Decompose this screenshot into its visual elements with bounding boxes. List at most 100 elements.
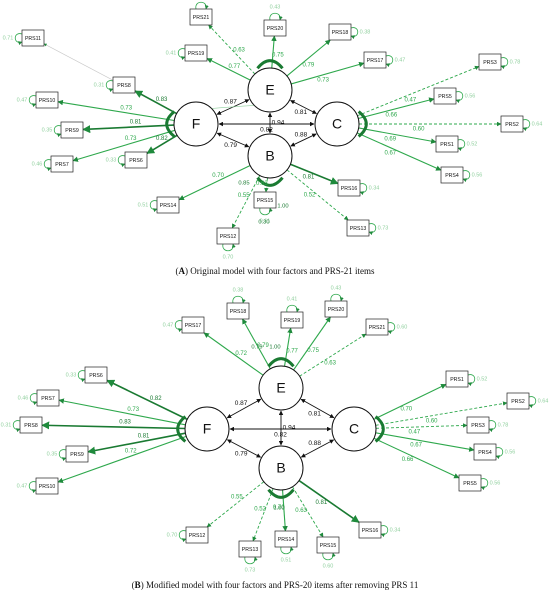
panel-a-error-loop <box>368 223 377 236</box>
panel-b-loading-label: 0.47 <box>409 430 421 436</box>
panel-b-error-label: 0.35 <box>47 451 58 457</box>
panel-b-error-label: 0.47 <box>17 483 28 489</box>
panel-a-loading-label: 0.73 <box>120 105 132 111</box>
panel-b-loading-path <box>299 333 367 377</box>
panel-a-factor-label: B <box>265 148 274 164</box>
panel-b-loading-path <box>87 432 186 455</box>
panel-b-item-label: PRS16 <box>362 528 379 534</box>
panel-a-error-label: 0.41 <box>166 50 177 56</box>
panel-b-error-loop <box>174 320 183 333</box>
panel-a-error-label: 0.35 <box>42 127 53 133</box>
panel-b-loading-label: 0.75 <box>307 348 319 354</box>
panel-b-loading-label: 0.79 <box>257 343 269 349</box>
panel-a-error-label: 0.70 <box>223 254 234 260</box>
panel-a-loading-path <box>206 58 251 81</box>
panel-a-loading-label: 0.81 <box>303 175 315 181</box>
panel-a-item-box <box>35 91 59 109</box>
panel-a-item-box <box>433 87 457 105</box>
panel-b-error-loop <box>480 478 489 491</box>
panel-b-error-label: 0.70 <box>167 532 178 538</box>
panel-b-loading-label: 0.72 <box>235 351 247 357</box>
panel-a-loading-label: 0.82 <box>156 136 168 142</box>
panel-b-extra-label: 1.00 <box>269 345 280 351</box>
panel-a-loading-label: 0.47 <box>405 97 417 103</box>
panel-b-item-label: PRS12 <box>189 533 206 539</box>
panel-b-factor-variance-arc <box>176 415 187 443</box>
panel-a-error-label: 0.38 <box>360 29 371 35</box>
panel-a-error-loop <box>14 33 23 46</box>
panel-b-factor-label: C <box>349 421 359 437</box>
panel-a-loading-path <box>356 132 442 171</box>
panel-b-factor-label: B <box>276 460 285 476</box>
panel-a-factor-label: E <box>265 82 274 98</box>
panel-b-factor-correlation <box>300 398 335 419</box>
panel-b-error-loop <box>178 530 187 543</box>
panel-b-item-label: PRS1 <box>450 377 464 383</box>
panel-b-item-label: PRS6 <box>89 373 103 379</box>
panel-b-error-loop <box>322 552 336 561</box>
panel-a-correlation-label: 0.82 <box>260 127 273 134</box>
panel-b-item-label: PRS8 <box>24 423 38 429</box>
panel-b-item-box <box>65 445 89 463</box>
panel-a-item-box <box>328 23 352 41</box>
panel-b-loading-path <box>375 432 475 452</box>
panel-a-error-loop <box>269 12 283 21</box>
panel-a-item-label: PRS6 <box>129 158 143 164</box>
panel-a-error-loop <box>500 57 509 70</box>
panel-b-error-loop <box>244 556 258 565</box>
panel-a-factor-label: F <box>192 116 201 132</box>
panel-b-loading-label: 0.73 <box>127 407 139 413</box>
panel-b-item-box <box>506 392 530 410</box>
panel-b-error-loop <box>12 420 21 433</box>
panel-b-factor-node <box>331 406 377 452</box>
panel-a-loading-path <box>290 163 339 185</box>
panel-b-loading-path <box>203 332 264 376</box>
panel-a-error-label: 0.51 <box>138 202 149 208</box>
panel-b-item-label: PRS4 <box>478 450 492 456</box>
panel-a-loading-label: 0.81 <box>130 119 142 125</box>
panel-b-correlation-label: 0.87 <box>235 400 248 407</box>
panel-b-correlation-label: 0.79 <box>235 451 248 458</box>
panel-b-error-loop <box>528 396 537 409</box>
panel-a-item-label: PRS8 <box>117 83 131 89</box>
panel-b-error-label: 0.51 <box>281 557 292 563</box>
panel-b-item-box <box>473 443 497 461</box>
panel-b-item-label: PRS20 <box>328 307 345 313</box>
panel-a-error-loop <box>149 200 158 213</box>
panel-a-item-label: PRS3 <box>483 60 497 66</box>
panel-b-correlation-label: 0.82 <box>274 432 287 439</box>
panel-b-item-label: PRS3 <box>471 423 485 429</box>
panel-a-extra-label: 0.30 <box>258 220 269 226</box>
panel-a-error-loop <box>455 91 464 104</box>
panel-a-extra-label: 1.00 <box>277 204 288 210</box>
panel-a-loading-label: 0.60 <box>413 127 425 133</box>
panel-b-correlation-label: 0.94 <box>283 425 296 432</box>
panel-b-error-label: 0.31 <box>1 422 12 428</box>
panel-a-error-loop <box>28 95 37 108</box>
panel-b-loading-path <box>206 481 265 528</box>
panel-b-factor-correlation <box>300 439 335 458</box>
panel-b-item-box <box>36 389 60 407</box>
panel-b-item-label: PRS13 <box>242 547 259 553</box>
panel-a-loading-path <box>271 35 277 69</box>
panel-b-correlation-label: 0.88 <box>308 440 321 447</box>
panel-b-loading-path <box>373 437 460 479</box>
panel-b-loading-label: 0.70 <box>400 407 412 413</box>
panel-b-error-label: 0.73 <box>245 567 256 573</box>
panel-a-loading-path <box>57 99 175 122</box>
caption-b: (B) Modified model with four factors and… <box>131 580 419 590</box>
panel-a-item-box <box>189 8 213 26</box>
panel-b-error-label: 0.60 <box>397 324 408 330</box>
panel-b-error-label: 0.34 <box>390 527 401 533</box>
panel-b-error-loop <box>28 481 37 494</box>
panel-a-error-loop <box>43 159 52 172</box>
panel-a-extra-label: 0.85 <box>238 181 249 187</box>
panel-b-error-loop <box>488 420 497 433</box>
panel-a-error-loop <box>359 183 368 196</box>
panel-b-loading-label: 0.82 <box>150 396 162 402</box>
panel-b-error-label: 0.56 <box>490 480 501 486</box>
panel-a-error-loop <box>195 1 209 10</box>
panel-a-item-box <box>346 219 370 237</box>
panel-b-error-label: 0.60 <box>323 563 334 569</box>
panel-a-item-box <box>363 51 387 69</box>
